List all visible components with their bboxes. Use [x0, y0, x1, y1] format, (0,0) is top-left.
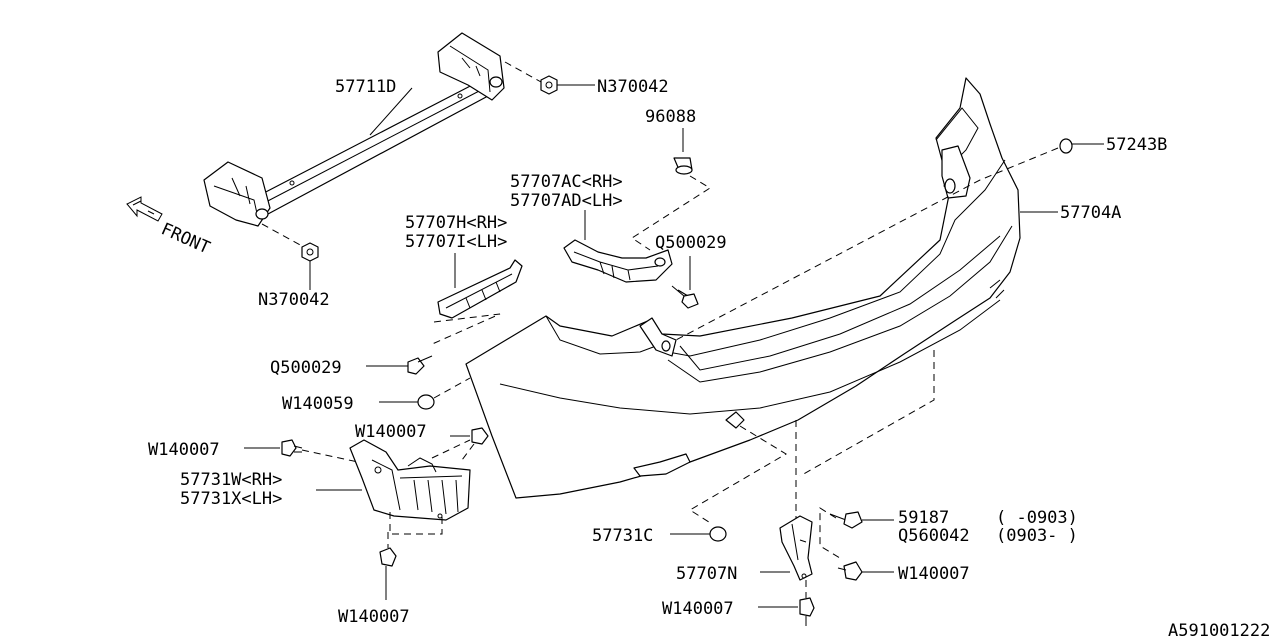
drawing-number: A591001222 [1168, 621, 1270, 640]
label-clip-w140007-e: W140007 [662, 599, 734, 619]
dash-lower-right [799, 350, 935, 477]
guard-left [349, 439, 471, 521]
label-nut-bottom: N370042 [258, 290, 330, 310]
label-clip-w140007-c: W140007 [338, 607, 410, 627]
clip-96088-icon [673, 157, 693, 175]
front-arrow-icon [126, 196, 163, 222]
label-clip-w140007-a: W140007 [148, 440, 220, 460]
label-bracket-upper-lh: 57707AD<LH> [510, 191, 623, 211]
label-clip-w140007-d: W140007 [898, 564, 970, 584]
dash-nut-top [504, 61, 542, 83]
dash-guard-bottom [389, 512, 443, 535]
label-bracket-upper-rh: 57707AC<RH> [510, 172, 623, 192]
dash-bolt-59187 [819, 507, 841, 559]
clip-w140007-c-icon [379, 547, 397, 576]
leader-beam [369, 87, 413, 136]
nut-bottom-icon [301, 242, 319, 262]
label-bolt-q560042: Q560042 [898, 526, 970, 546]
label-clip-96088: 96088 [645, 107, 696, 127]
label-bracket-57707n: 57707N [676, 564, 737, 584]
clip-w140007-d-icon [837, 561, 863, 581]
label-cap-57731c: 57731C [592, 526, 653, 546]
dash-bracket-side [429, 313, 501, 346]
label-guard-rh: 57731W<RH> [180, 470, 282, 490]
dash-clip-96088 [631, 175, 711, 251]
label-nut-top: N370042 [597, 77, 669, 97]
bracket-side [437, 259, 523, 319]
bumper-cover [465, 77, 1021, 499]
bracket-57707n [779, 515, 813, 581]
label-bumper-cover: 57704A [1060, 203, 1121, 223]
label-cap-57243b: 57243B [1106, 135, 1167, 155]
label-screw-right: Q500029 [655, 233, 727, 253]
screw-left-icon [407, 355, 433, 375]
bracket-upper [563, 239, 673, 283]
bolt-59187-icon [829, 511, 863, 529]
nut-top-icon [540, 75, 558, 95]
clip-w140059-icon [417, 394, 435, 410]
dash-nut-bottom [261, 223, 303, 247]
dash-clip-w140007-b [461, 443, 475, 461]
dash-clip-w140007-a [301, 449, 359, 463]
clip-w140007-a-icon [281, 439, 303, 457]
label-screw-left: Q500029 [270, 358, 342, 378]
cap-57243b-icon [1059, 138, 1073, 154]
rear-beam [203, 32, 505, 227]
dash-cap-57243b [675, 147, 1059, 341]
label-bracket-side-lh: 57707I<LH> [405, 232, 507, 252]
label-bolt-59187-range: ( -0903) [996, 508, 1078, 528]
clip-w140007-e-icon [799, 597, 815, 626]
label-guard-lh: 57731X<LH> [180, 489, 282, 509]
label-bolt-59187: 59187 [898, 508, 949, 528]
label-bolt-q560042-range: (0903- ) [996, 526, 1078, 546]
dash-cap-57731c [689, 425, 787, 525]
label-bracket-side-rh: 57707H<RH> [405, 213, 507, 233]
screw-right-icon [671, 285, 699, 309]
cap-57731c-icon [709, 526, 727, 542]
label-clip-w140059: W140059 [282, 394, 354, 414]
label-clip-w140007-b: W140007 [355, 422, 427, 442]
dash-clip-w140059 [433, 377, 471, 399]
front-label: FRONT [158, 219, 213, 258]
label-beam: 57711D [335, 77, 396, 97]
dash-guard-top [431, 439, 471, 459]
clip-w140007-b-icon [471, 427, 489, 445]
